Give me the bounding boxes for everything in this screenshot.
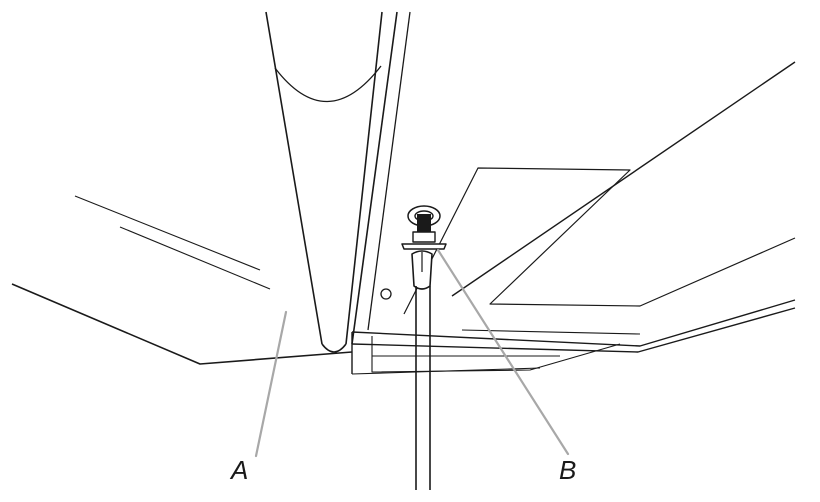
screw-washer <box>401 243 447 250</box>
screwdriver <box>411 250 433 490</box>
callout-label-b: B <box>559 455 577 485</box>
rail-back-edge <box>367 11 411 331</box>
screw-thread <box>417 214 431 236</box>
outer-panel-edge <box>451 61 796 297</box>
tube-left-edge <box>265 11 323 345</box>
left-panel-line-1 <box>74 195 261 271</box>
leader-lines <box>254 248 570 458</box>
mid-panel-edge <box>461 329 641 335</box>
vertical-tube <box>265 11 411 353</box>
cabinet-base <box>351 299 796 375</box>
base-front-top <box>351 299 796 347</box>
left-panel-edge <box>11 283 353 365</box>
callout-label-a: A <box>231 455 249 485</box>
left-panel <box>11 195 353 365</box>
base-front-bottom <box>351 307 796 353</box>
leader-line-b <box>436 248 570 456</box>
screw-collar <box>412 231 436 243</box>
mounting-hole <box>380 288 392 300</box>
tube-inner-curve <box>274 65 382 103</box>
screw-fastener <box>401 205 447 250</box>
inner-panel <box>403 167 796 315</box>
left-panel-line-2 <box>119 226 271 290</box>
base-step-3 <box>351 367 541 375</box>
tube-bottom-cap <box>321 343 347 353</box>
leader-line-a <box>254 310 288 458</box>
rail-front-edge <box>351 11 398 345</box>
right-panels <box>403 61 796 335</box>
tube-right-edge <box>345 11 383 345</box>
